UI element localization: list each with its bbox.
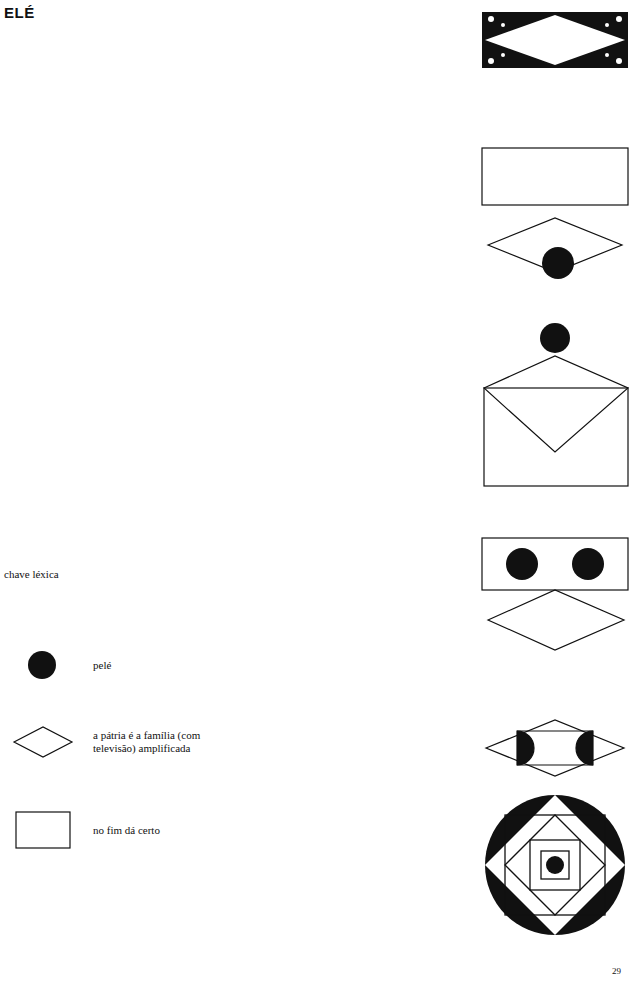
figure-one (482, 12, 628, 68)
page-number: 29 (612, 966, 621, 976)
poem-title: ELÉ (4, 4, 35, 21)
legend-text: no fim dá certo (93, 824, 160, 837)
figure-three (484, 323, 628, 486)
legend-heading: chave léxica (4, 568, 59, 581)
figure-five (486, 720, 624, 776)
legend-samples (14, 651, 72, 848)
legend-text: pelé (93, 659, 111, 672)
figure-four (482, 538, 628, 650)
figure-two (482, 148, 628, 279)
figure-six (485, 795, 625, 935)
legend-text: a pátria é a família (com televisão) amp… (93, 729, 211, 754)
